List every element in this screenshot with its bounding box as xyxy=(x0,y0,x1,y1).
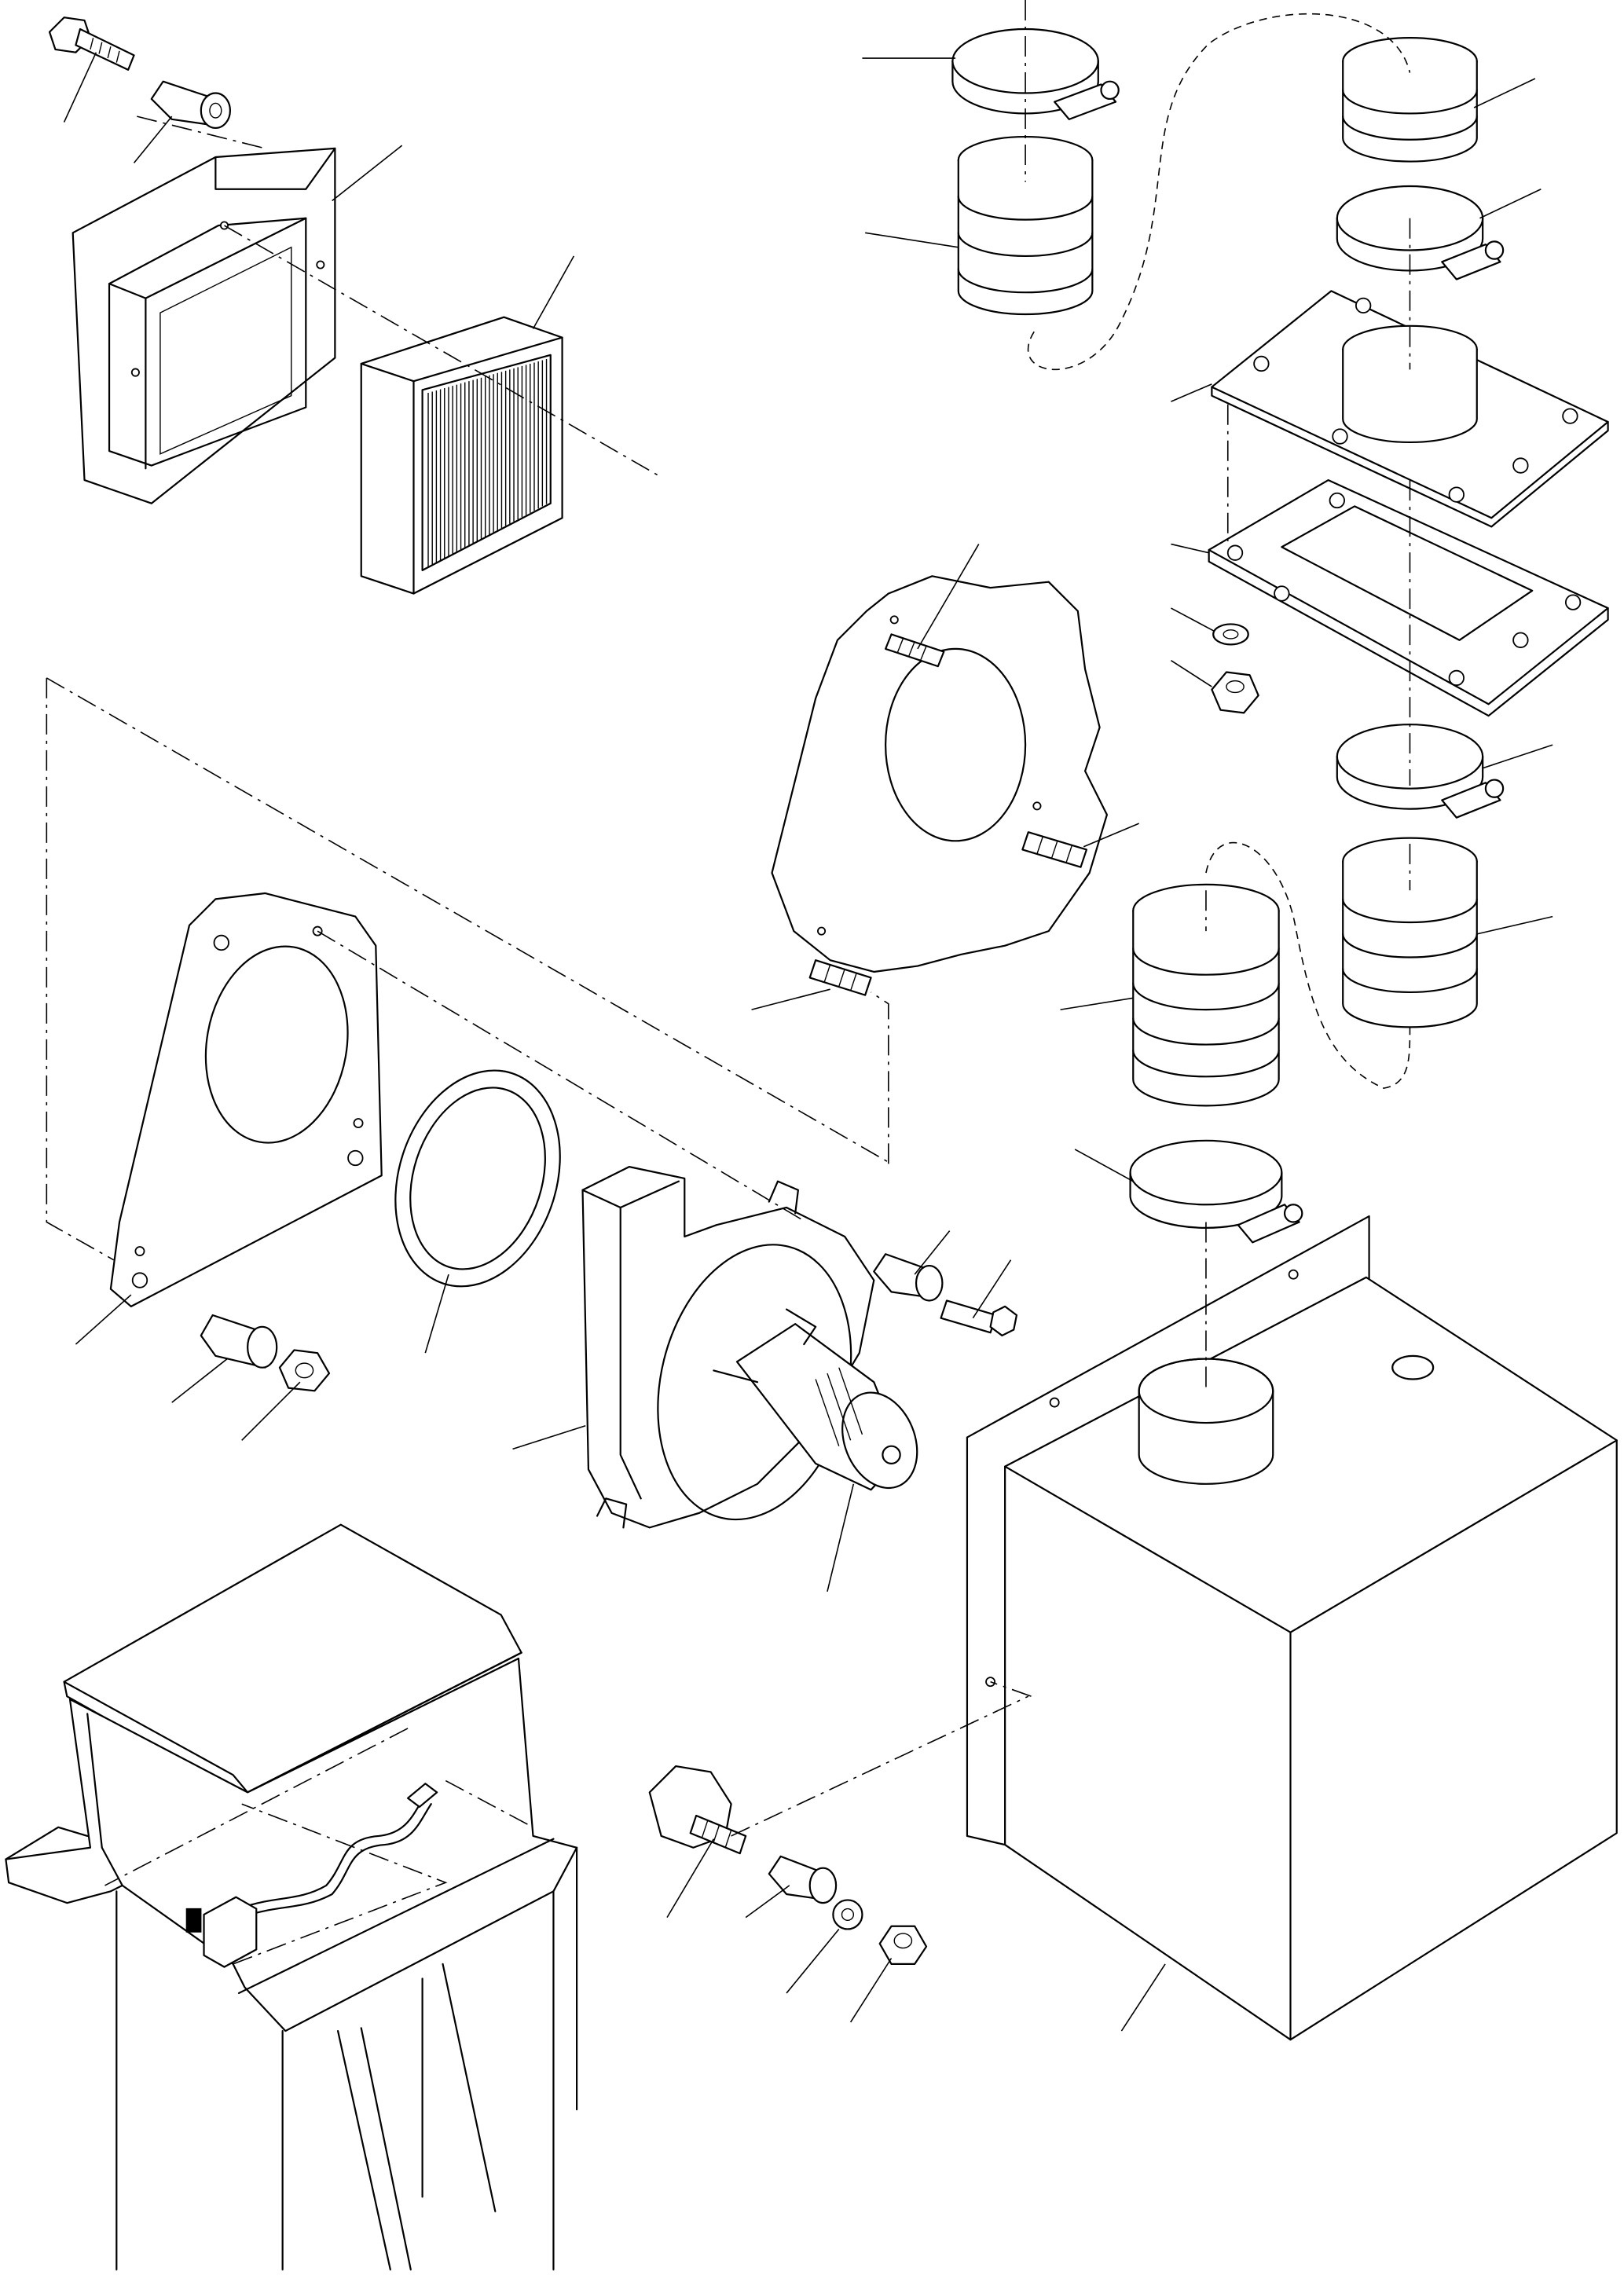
wire-harness xyxy=(218,1783,437,1929)
bolt xyxy=(49,17,134,70)
nut xyxy=(1212,673,1258,713)
mounting-plate xyxy=(772,576,1107,972)
hose-clamp-1 xyxy=(952,29,1118,119)
spacer-4 xyxy=(769,1856,836,1903)
duct-pipe xyxy=(1139,1359,1274,1484)
air-filter xyxy=(361,317,563,594)
blower-gasket-ring xyxy=(368,1049,586,1307)
hose-clamp-4 xyxy=(1131,1141,1303,1243)
nut-3 xyxy=(880,1926,926,1964)
washer xyxy=(1213,624,1248,644)
bellows-hose-3 xyxy=(1343,838,1477,1028)
filter-housing xyxy=(73,148,335,504)
heater-box xyxy=(967,1216,1617,2040)
knob xyxy=(650,1766,746,1853)
fan-bracket xyxy=(111,893,382,1307)
spacer-2 xyxy=(201,1315,277,1368)
stud-1 xyxy=(885,634,944,666)
assembly-lines xyxy=(46,0,1410,1964)
fan-motor xyxy=(713,1310,930,1500)
washer-2 xyxy=(833,1900,862,1929)
mounting-flange xyxy=(1212,291,1608,526)
bellows-hose-4 xyxy=(1133,885,1278,1105)
hose-clamp-3 xyxy=(1337,724,1503,818)
stud-3 xyxy=(810,960,871,995)
nut-2 xyxy=(280,1350,329,1391)
gasket xyxy=(1209,480,1608,716)
bolt-2 xyxy=(941,1300,1017,1335)
callout-leaders xyxy=(64,53,1553,2031)
bellows-hose-2 xyxy=(1343,38,1477,161)
hose-clamp-2 xyxy=(1337,186,1503,280)
cab-console xyxy=(5,1525,577,2270)
spacer xyxy=(152,82,230,128)
spacer-3 xyxy=(874,1254,942,1300)
connector xyxy=(186,1897,256,1967)
stud-2 xyxy=(1022,832,1087,867)
